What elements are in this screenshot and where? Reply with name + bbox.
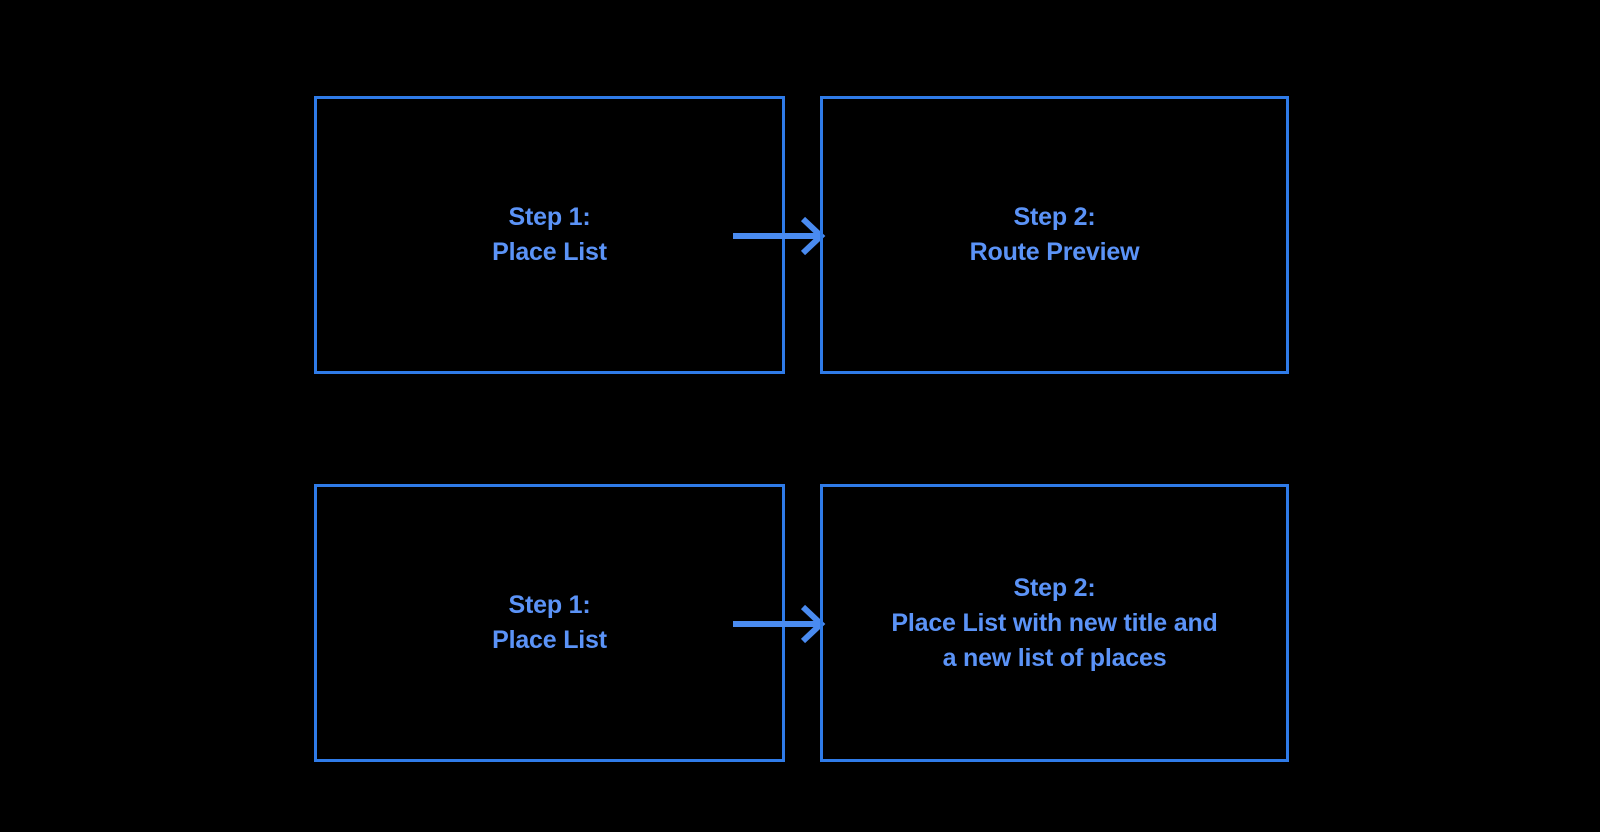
flow-row-bottom: Step 1: Place List Step 2: Place List wi…	[0, 474, 1600, 774]
arrow-head	[800, 216, 826, 256]
flow-node-label: Step 2: Place List with new title and a …	[891, 573, 1218, 672]
flow-node-label: Step 1: Place List	[492, 203, 607, 266]
flow-node-bottom-step-2[interactable]: Step 2: Place List with new title and a …	[820, 484, 1289, 762]
flow-node-top-step-2[interactable]: Step 2: Route Preview	[820, 96, 1289, 374]
flow-node-label: Step 1: Place List	[492, 591, 607, 654]
flow-row-top: Step 1: Place List Step 2: Route Preview	[0, 86, 1600, 386]
flow-node-label: Step 2: Route Preview	[969, 203, 1140, 266]
arrow-head	[800, 604, 826, 644]
flow-node-top-step-1[interactable]: Step 1: Place List	[314, 96, 785, 374]
flow-node-bottom-step-1[interactable]: Step 1: Place List	[314, 484, 785, 762]
